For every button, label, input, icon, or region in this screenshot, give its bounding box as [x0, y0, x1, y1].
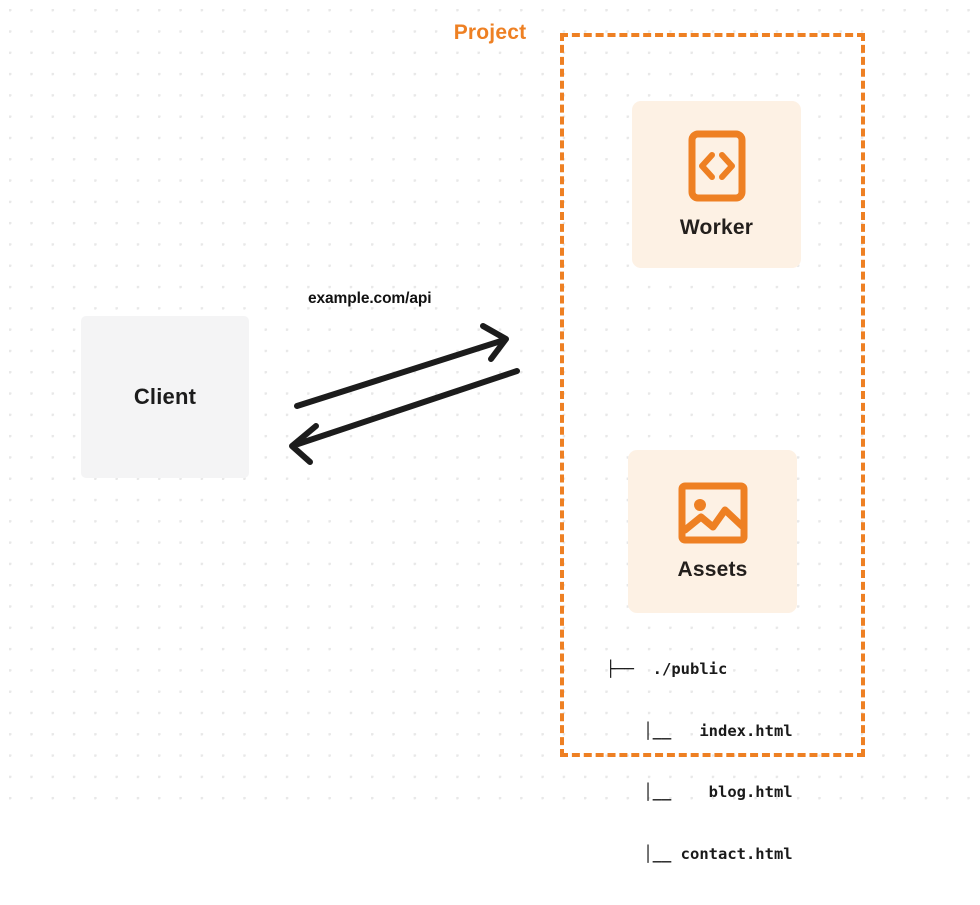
connection-arrows: [289, 323, 520, 465]
assets-label: Assets: [677, 557, 748, 581]
assets-node[interactable]: Assets: [628, 450, 797, 613]
file-tree-row: │__ index.html: [606, 721, 793, 740]
diagram-canvas: Client example.com/api Project Worker: [0, 0, 980, 863]
file-tree-row: │__ contact.html: [606, 844, 793, 863]
request-arrow-icon: [294, 323, 509, 409]
client-node[interactable]: Client: [81, 316, 249, 478]
file-tree-row: │__ blog.html: [606, 783, 793, 801]
client-label: Client: [133, 384, 197, 409]
assets-file-tree: ├── ./public │__ index.html │__ blog.htm…: [606, 618, 793, 905]
worker-node[interactable]: Worker: [632, 101, 801, 268]
connection-label: example.com/api: [308, 290, 432, 307]
image-icon: [678, 482, 748, 544]
response-arrow-icon: [289, 368, 520, 465]
code-brackets-icon: [688, 130, 746, 202]
project-boundary: [560, 33, 865, 757]
file-tree-row: ├── ./public: [606, 660, 728, 678]
project-title: Project: [446, 21, 534, 45]
worker-label: Worker: [679, 215, 754, 239]
